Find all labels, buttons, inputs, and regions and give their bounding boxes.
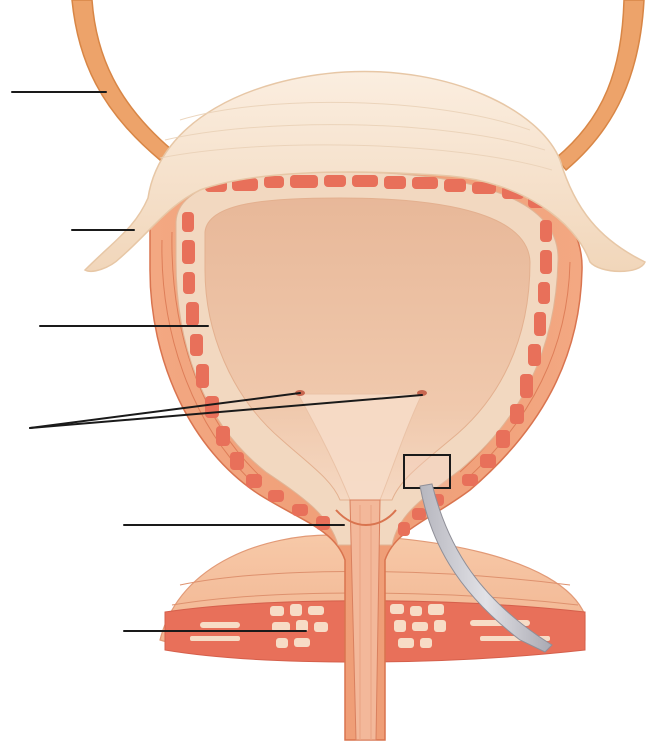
detail-highlight-box [404,455,450,488]
right-ureter [556,0,644,170]
left-ureter [72,0,172,160]
